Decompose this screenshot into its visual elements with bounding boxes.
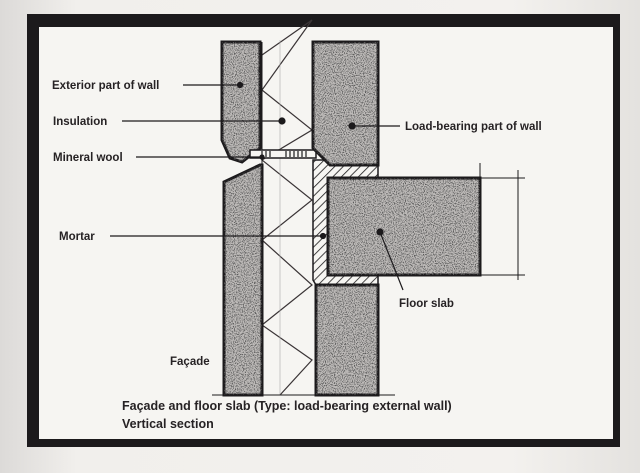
load-bearing-wall-upper: [311, 40, 380, 167]
mineral-wool-strip: [249, 149, 317, 159]
caption-subtitle: Vertical section: [122, 417, 214, 431]
leader-lines: [110, 81, 404, 291]
label-load-bearing: Load-bearing part of wall: [405, 121, 542, 133]
label-facade: Façade: [170, 356, 210, 368]
label-floor-slab: Floor slab: [399, 298, 454, 310]
dimension-lines: [479, 163, 525, 280]
label-mortar: Mortar: [59, 231, 95, 243]
exterior-wall-upper: [220, 40, 262, 164]
exterior-wall-lower: [222, 163, 264, 397]
label-mineral-wool: Mineral wool: [53, 152, 123, 164]
label-exterior-wall: Exterior part of wall: [52, 80, 159, 92]
load-bearing-wall-lower: [314, 283, 380, 397]
insulation-zigzag: [260, 19, 314, 396]
label-insulation: Insulation: [53, 116, 107, 128]
caption-title: Façade and floor slab (Type: load-bearin…: [122, 399, 452, 413]
floor-slab: [326, 176, 482, 277]
